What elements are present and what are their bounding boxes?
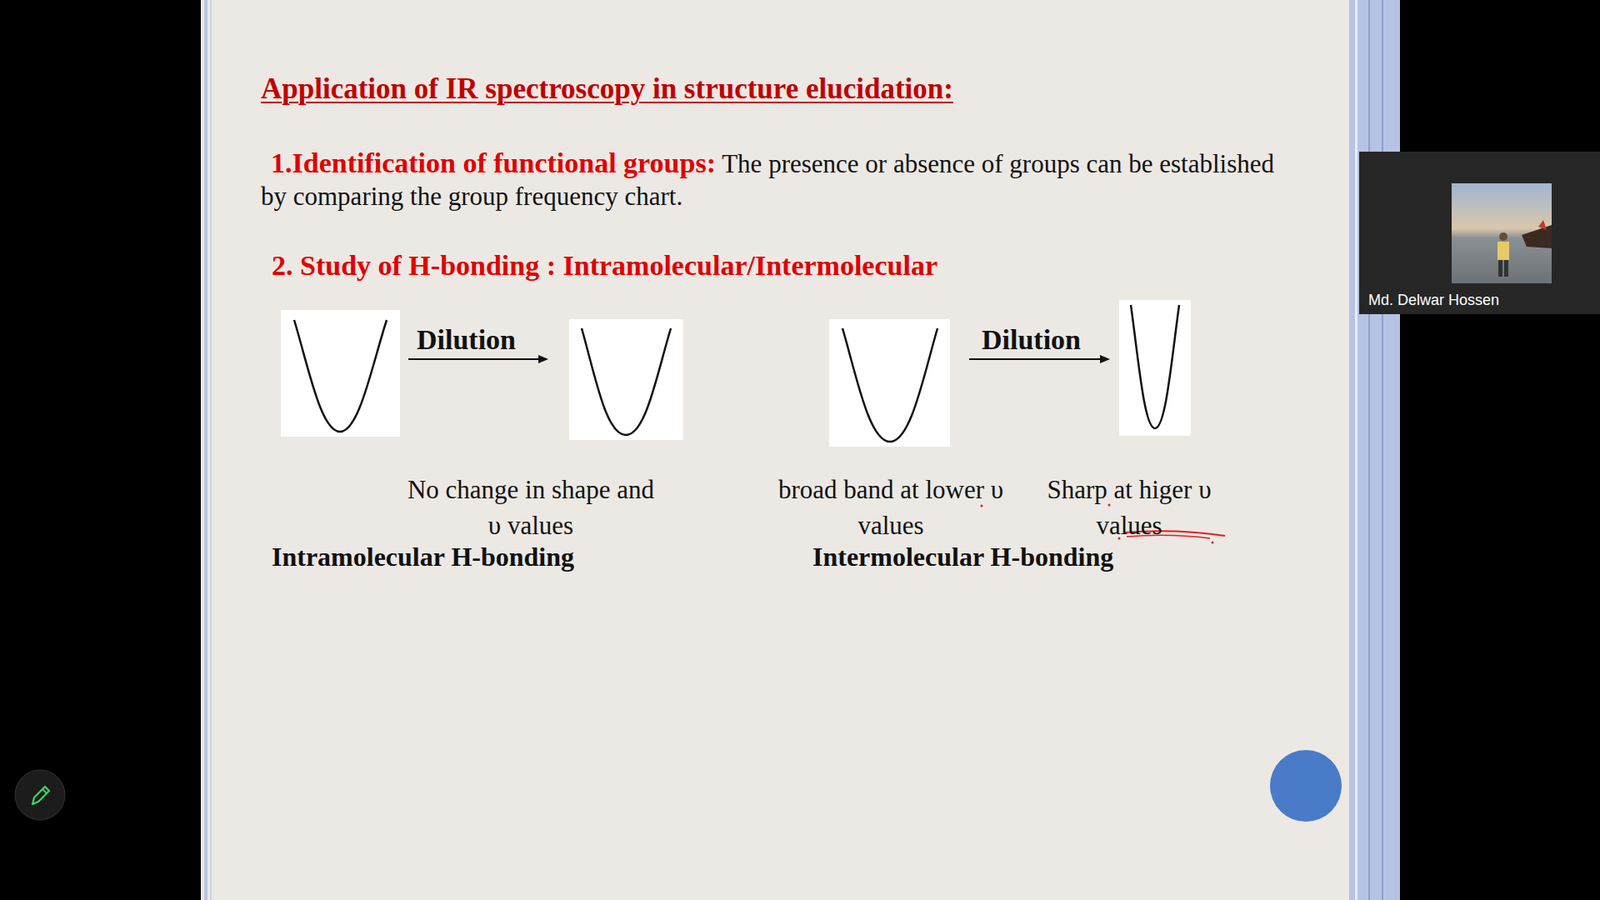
point-heading: 2. Study of H-bonding : Intramolecular/I…	[271, 250, 938, 281]
point-heading: 1.Identification of functional groups:	[270, 147, 716, 179]
slide-title: Application of IR spectroscopy in struct…	[260, 73, 954, 106]
conclusion-text: Intramolecular H-bonding	[271, 542, 575, 572]
observation-text: Sharp at higer υ values	[1040, 471, 1220, 544]
slide-background	[200, 0, 1350, 900]
participant-photo	[1451, 183, 1552, 284]
participant-name: Md. Delwar Hossen	[1364, 290, 1504, 311]
arrow-label: Dilution	[981, 324, 1081, 355]
observation-text: No change in shape and υ values	[405, 471, 656, 544]
observation-text: broad band at lower υ values	[774, 471, 1008, 544]
conclusion-text: Intermolecular H-bonding	[812, 542, 1114, 572]
participant-tile: Md. Delwar Hossen	[1359, 151, 1600, 315]
arrow-label: Dilution	[416, 324, 516, 355]
paragraph: 1.Identification of functional groups: T…	[260, 146, 1295, 213]
